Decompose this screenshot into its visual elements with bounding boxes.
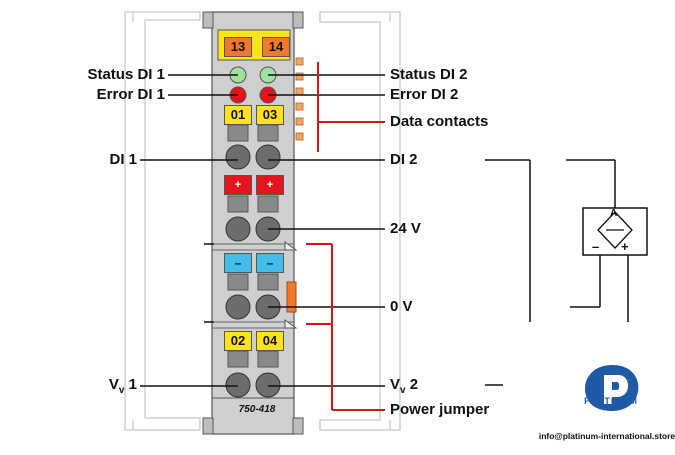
- tag-01: 01: [224, 105, 252, 125]
- label-di1: DI 1: [109, 151, 137, 168]
- power-jumper-bracket: [306, 243, 385, 411]
- tag-04: 04: [256, 331, 284, 351]
- clamp-0v-a: [225, 294, 251, 320]
- label-vv2: Vv 2: [390, 376, 418, 396]
- release-slots: [227, 124, 279, 368]
- module-number: 750-418: [238, 404, 276, 415]
- label-error-di1: Error DI 1: [96, 86, 165, 103]
- label-vv1: Vv 1: [60, 376, 137, 396]
- tag-plus-1: +: [224, 175, 252, 195]
- tag-minus-2: –: [256, 253, 284, 273]
- sensor-symbol-letter: A: [610, 208, 618, 219]
- label-vv1-sub: v: [118, 385, 125, 396]
- brand-name: PLATINUM: [584, 396, 638, 406]
- label-power-jumper: Power jumper: [390, 401, 490, 418]
- leader-lines: [140, 74, 385, 387]
- brand-email: info@platinum-international.store: [538, 431, 675, 441]
- label-0v: 0 V: [390, 298, 413, 315]
- clamp-di1: [225, 144, 251, 170]
- tag-plus-2: +: [256, 175, 284, 195]
- sensor-plus: +: [621, 239, 629, 254]
- sensor-minus: –: [592, 239, 600, 254]
- label-error-di2: Error DI 2: [390, 86, 459, 103]
- label-24v: 24 V: [390, 220, 421, 237]
- label-status-di1: Status DI 1: [87, 66, 165, 83]
- tag-13: 13: [224, 37, 252, 57]
- tag-minus-1: –: [224, 253, 252, 273]
- clamp-vv1: [225, 372, 251, 398]
- label-vv1-base: V: [108, 376, 119, 393]
- label-di2: DI 2: [390, 151, 418, 168]
- label-vv2-base: V: [390, 376, 401, 393]
- label-vv2-num: 2: [405, 376, 419, 393]
- terminal-clamps: [225, 144, 281, 398]
- data-contact-pins: [295, 57, 304, 141]
- label-vv2-sub: v: [400, 385, 406, 396]
- clamp-di2: [255, 144, 281, 170]
- sensor-symbol: [582, 207, 648, 256]
- power-jumper-contacts: [284, 241, 298, 329]
- label-vv1-num: 1: [124, 376, 137, 393]
- sensor-wiring: [485, 159, 629, 386]
- clamp-24v-a: [225, 216, 251, 242]
- tag-02: 02: [224, 331, 252, 351]
- data-contacts-bracket: [317, 62, 385, 152]
- tag-14: 14: [262, 37, 290, 57]
- tag-03: 03: [256, 105, 284, 125]
- clamp-vv2: [255, 372, 281, 398]
- din-rail: [124, 11, 401, 431]
- label-data-contacts: Data contacts: [390, 113, 489, 130]
- label-status-di2: Status DI 2: [390, 66, 468, 83]
- brand-logo: [584, 365, 639, 411]
